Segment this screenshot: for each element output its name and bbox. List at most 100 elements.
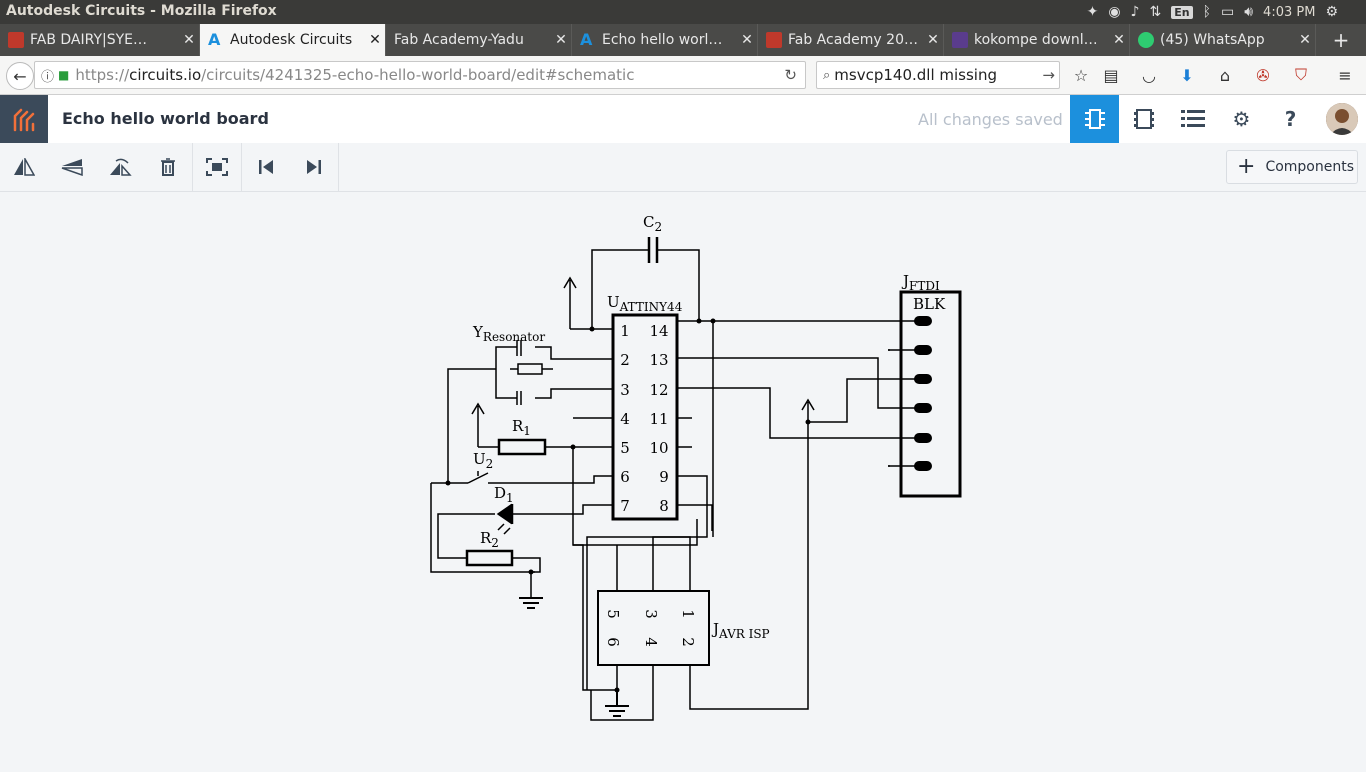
extension-button[interactable]: ✇: [1250, 62, 1276, 88]
resonator-plates[interactable]: [516, 340, 522, 405]
bookmark-star-button[interactable]: ☆: [1068, 62, 1094, 88]
microphone-icon[interactable]: ♪: [1130, 4, 1140, 20]
tab-fab-academy-yadu[interactable]: Fab Academy-Yadu ✕: [386, 24, 572, 56]
u2-switch[interactable]: [467, 471, 489, 484]
ftdi-connector-body[interactable]: [899, 290, 962, 498]
pcb-view-button[interactable]: [1119, 95, 1168, 143]
tab-fab-dairy[interactable]: FAB DAIRY|SYE… ✕: [0, 24, 200, 56]
clock[interactable]: 4:03 PM: [1263, 4, 1316, 20]
flip-vertical-button[interactable]: [48, 143, 96, 191]
reload-icon[interactable]: ↻: [784, 66, 797, 84]
shield-icon: ⛉: [1294, 65, 1307, 84]
shield-extension-button[interactable]: ⛉: [1288, 62, 1314, 88]
redo-button[interactable]: [290, 143, 338, 191]
d1-designator: D1: [494, 484, 514, 505]
undo-button[interactable]: [242, 143, 290, 191]
help-button[interactable]: ?: [1266, 95, 1315, 143]
isp-connector-body[interactable]: [597, 590, 710, 666]
r1-designator: R1: [512, 417, 531, 438]
tab-fab-academy-20[interactable]: Fab Academy 20… ✕: [758, 24, 944, 56]
schematic-drawing[interactable]: 1 2 3 4 5 6 7 14 13 12 11 10 9 8 UATTINY…: [0, 192, 1366, 768]
ic-pin-2: 2: [620, 351, 630, 369]
zoom-to-fit-button[interactable]: [193, 143, 241, 191]
schematic-canvas[interactable]: 1 2 3 4 5 6 7 14 13 12 11 10 9 8 UATTINY…: [0, 192, 1366, 768]
power-gear-icon[interactable]: ⚙: [1325, 4, 1338, 20]
junction-dots: [445, 318, 811, 693]
keyboard-language-indicator[interactable]: En: [1171, 5, 1193, 19]
star-icon: ☆: [1073, 65, 1089, 85]
rotate-button[interactable]: [96, 143, 144, 191]
search-go-icon[interactable]: →: [1042, 66, 1055, 84]
dropbox-icon[interactable]: ✦: [1086, 4, 1099, 20]
tab-whatsapp[interactable]: (45) WhatsApp ✕: [1130, 24, 1316, 56]
whatsapp-favicon-icon: [1138, 32, 1154, 48]
skip-forward-icon: [307, 160, 321, 174]
gnd-left-wire: [430, 483, 535, 573]
vcc-arrow-r1: [471, 402, 485, 447]
isp-pin4-wire: [590, 665, 654, 721]
tab-close-icon[interactable]: ✕: [183, 32, 195, 48]
resonator-gnd-wire: [447, 368, 496, 483]
flip-vertical-icon: [61, 159, 83, 176]
project-title[interactable]: Echo hello world board: [62, 109, 269, 128]
volume-icon[interactable]: 🔊︎: [1244, 4, 1254, 20]
tab-echo-hello-world[interactable]: A Echo hello worl… ✕: [572, 24, 758, 56]
battery-icon[interactable]: ▭: [1220, 4, 1235, 20]
tab-close-icon[interactable]: ✕: [1113, 32, 1125, 48]
circuits-logo[interactable]: [0, 95, 48, 143]
tab-autodesk-circuits[interactable]: A Autodesk Circuits ✕: [200, 24, 386, 56]
new-tab-button[interactable]: +: [1316, 24, 1366, 56]
clipboard-icon: ▤: [1103, 65, 1119, 85]
c2-plates[interactable]: [647, 237, 659, 263]
tab-label: Autodesk Circuits: [230, 32, 353, 48]
attiny44-body[interactable]: [611, 313, 679, 521]
back-button[interactable]: ←: [6, 62, 34, 90]
downloads-button[interactable]: ⬇: [1174, 62, 1200, 88]
url-bar[interactable]: ⓘ ■ https://circuits.io/circuits/4241325…: [34, 61, 806, 89]
tab-close-icon[interactable]: ✕: [741, 32, 753, 48]
d1-triangle[interactable]: [496, 503, 512, 525]
url-path: /circuits/4241325-echo-hello-world-board…: [201, 66, 635, 84]
resonator-crystal[interactable]: [517, 363, 543, 375]
window-titlebar: Autodesk Circuits - Mozilla Firefox ✦ ◉ …: [0, 0, 1366, 24]
r1-body[interactable]: [497, 438, 547, 456]
fit-screen-icon: [206, 158, 228, 176]
flip-horizontal-button[interactable]: [0, 143, 48, 191]
back-arrow-icon: ←: [13, 66, 27, 86]
navigation-toolbar: ← ⓘ ■ https://circuits.io/circuits/42413…: [0, 56, 1366, 95]
pin13-wire: [677, 357, 888, 409]
delete-button[interactable]: [144, 143, 192, 191]
r2-body[interactable]: [465, 549, 514, 567]
toolbar-separator: [192, 143, 193, 191]
isp-designator: JAVR ISP: [711, 620, 770, 641]
tab-label: Echo hello worl…: [602, 32, 723, 48]
fab-favicon-icon: [8, 32, 24, 48]
pocket-button[interactable]: ◡: [1136, 62, 1162, 88]
menu-button[interactable]: ≡: [1332, 62, 1358, 88]
bluetooth-icon[interactable]: ᛒ: [1202, 4, 1211, 20]
components-list-button[interactable]: [1168, 95, 1217, 143]
c2-designator: C2: [643, 213, 662, 234]
settings-button[interactable]: ⚙: [1217, 95, 1266, 143]
reader-view-button[interactable]: ▤: [1098, 62, 1124, 88]
home-button[interactable]: ⌂: [1212, 62, 1238, 88]
network-icon[interactable]: ⇅: [1149, 4, 1162, 20]
tab-close-icon[interactable]: ✕: [927, 32, 939, 48]
tab-close-icon[interactable]: ✕: [555, 32, 567, 48]
search-input[interactable]: msvcp140.dll missing: [834, 66, 997, 84]
resonator-left-wire: [495, 346, 517, 399]
tab-label: (45) WhatsApp: [1160, 32, 1265, 48]
tab-close-icon[interactable]: ✕: [369, 32, 381, 48]
ic-pin-3: 3: [620, 381, 630, 399]
tab-kokompe[interactable]: kokompe downl… ✕: [944, 24, 1130, 56]
lock-icon[interactable]: ■: [58, 68, 70, 82]
info-icon[interactable]: ⓘ: [41, 69, 55, 85]
search-bar[interactable]: ⌕ msvcp140.dll missing →: [816, 61, 1060, 89]
resonator-designator: YResonator: [472, 323, 545, 344]
tab-close-icon[interactable]: ✕: [1299, 32, 1311, 48]
add-components-button[interactable]: + Components: [1226, 150, 1358, 184]
autodesk-favicon-icon: A: [580, 30, 593, 49]
user-avatar[interactable]: [1326, 103, 1358, 135]
schematic-view-button[interactable]: [1070, 95, 1119, 143]
chrome-icon[interactable]: ◉: [1108, 4, 1121, 20]
